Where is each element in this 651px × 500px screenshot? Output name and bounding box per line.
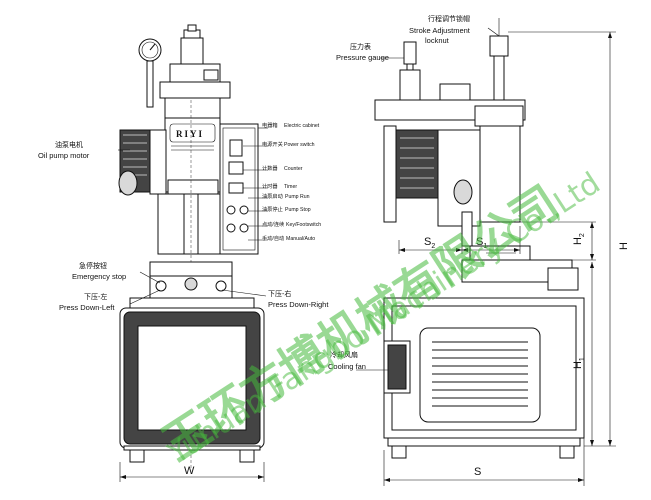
pressure-gauge-side: [399, 41, 421, 105]
pressure-gauge-cn: 压力表: [350, 44, 371, 51]
pressure-gauge-en: Pressure gauge: [336, 53, 389, 62]
counter-en: Counter: [284, 166, 303, 172]
dimension-s1-sub: 1: [483, 243, 488, 251]
electric-cabinet: [219, 123, 259, 255]
dimension-s1-text: S: [476, 236, 484, 248]
pump-run-en: Pump Run: [285, 194, 310, 200]
power-switch-cn: 电源开关: [262, 142, 283, 148]
dimension-s2-sub: 2: [431, 243, 436, 251]
front-view: [118, 24, 268, 482]
dimension-h1-text: H: [571, 361, 584, 370]
side-leaders: [356, 27, 500, 371]
dimension-h1-label: H1: [572, 357, 586, 369]
stroke-locknut-cn: 行程调节锁帽: [428, 16, 470, 23]
emergency-stop-cn: 急停按钮: [79, 263, 107, 270]
key-footswitch-cn: 点动/连续: [262, 222, 285, 228]
timer-en: Timer: [284, 184, 298, 190]
electric-cabinet-en: Electric cabinet: [284, 123, 320, 129]
oil-pump-motor: [118, 129, 167, 196]
dimension-h2-sub: 2: [579, 233, 587, 238]
dimension-s2-label: S2: [424, 236, 435, 250]
cooling-fan-en: Cooling fan: [328, 362, 366, 371]
stroke-adjustment-en: Stroke Adjustment: [409, 26, 470, 35]
dimension-s-label: S: [474, 466, 482, 478]
side-head: [374, 83, 526, 247]
dimension-h1-sub: 1: [579, 357, 587, 362]
press-down-left-cn: 下压-左: [84, 294, 108, 301]
dimension-h2-label: H2: [572, 233, 586, 245]
side-base: [383, 297, 585, 459]
dimension-h2-text: H: [571, 237, 584, 246]
dimension-s2-text: S: [424, 236, 432, 248]
base-cabinet: [119, 297, 265, 463]
oil-pump-motor-en: Oil pump motor: [38, 151, 90, 160]
dimension-s1-label: S1: [476, 236, 487, 250]
oil-pump-motor-cn: 油泵电机: [55, 142, 83, 149]
pump-run-cn: 油泵启动: [262, 194, 283, 200]
press-down-left-en: Press Down-Left: [59, 303, 115, 312]
counter-cn: 计数器: [262, 166, 278, 172]
dimension-w-label: W: [184, 465, 195, 477]
pump-stop-cn: 油泵停止: [262, 207, 283, 213]
power-switch-en: Power switch: [284, 142, 315, 148]
side-view: [356, 18, 616, 486]
stroke-locknut-en: locknut: [425, 36, 449, 45]
timer-cn: 计时器: [262, 184, 278, 190]
cooling-fan-cn: 冷却风扇: [330, 352, 358, 359]
key-footswitch-en: Key/Footswitch: [286, 222, 322, 228]
pressure-gauge-front: [138, 38, 162, 108]
emergency-stop-en: Emergency stop: [72, 272, 127, 281]
manual-auto-cn: 手动/自动: [262, 236, 285, 242]
brand-label-base: RIYI: [171, 388, 211, 403]
button-panel: [149, 261, 233, 299]
pump-stop-en: Pump Stop: [285, 207, 311, 213]
electric-cabinet-cn: 电器箱: [262, 123, 278, 129]
manual-auto-en: Manual/Auto: [286, 236, 316, 242]
press-down-right-en: Press Down-Right: [268, 300, 329, 309]
dimension-h-label: H: [617, 242, 630, 250]
brand-label-head: RIYI: [176, 129, 205, 139]
press-down-right-cn: 下压-右: [268, 291, 292, 298]
dimension-w: [119, 462, 265, 482]
front-leaders: [118, 127, 268, 305]
hydraulic-valve-block: [159, 24, 231, 121]
side-dimensions: [383, 31, 616, 486]
ram-column: [157, 100, 221, 470]
